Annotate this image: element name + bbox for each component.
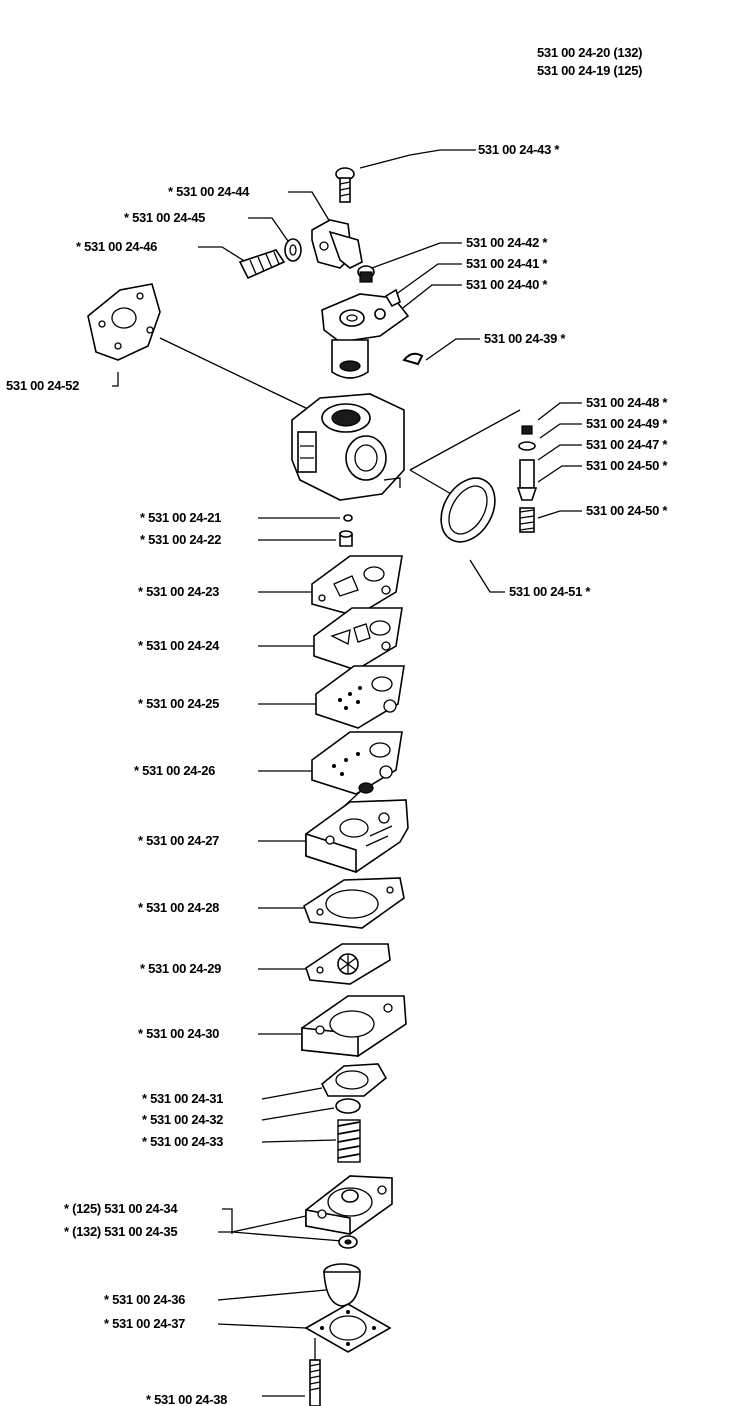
part-pump-cover-30 [301,995,407,1057]
label-531-00-24-50-a: 531 00 24-50 * [586,458,668,473]
label-531-00-24-23: * 531 00 24-23 [138,584,220,599]
label-531-00-24-39: 531 00 24-39 * [484,331,566,346]
label-531-00-24-25: * 531 00 24-25 [138,696,220,711]
part-screw-43 [335,167,355,203]
label-531-00-24-29: * 531 00 24-29 [140,961,222,976]
label-531-00-24-30: * 531 00 24-30 [138,1026,220,1041]
part-plate-24 [313,607,403,671]
label-531-00-24-38: * 531 00 24-38 [146,1392,228,1406]
label-531-00-24-22: * 531 00 24-22 [140,532,222,547]
label-531-00-24-21: * 531 00 24-21 [140,510,222,525]
label-531-00-24-46: * 531 00 24-46 [76,239,158,254]
part-primer-bulb-36 [323,1263,361,1307]
label-531-00-24-44: * 531 00 24-44 [168,184,250,199]
part-gasket-52 [87,283,161,361]
part-idle-screw-46 [238,249,286,280]
label-531-00-24-47: 531 00 24-47 * [586,437,668,452]
part-disc-32 [335,1098,361,1114]
part-clip-39 [402,352,424,366]
label-531-00-24-36: * 531 00 24-36 [104,1292,186,1307]
part-bracket-44 [311,219,363,269]
part-washer-45 [284,238,302,262]
label-531-00-24-43: 531 00 24-43 * [478,142,560,157]
part-diaphragm-29 [305,943,391,985]
part-needle-stack-47-50 [516,425,538,533]
label-531-00-24-28: * 531 00 24-28 [138,900,220,915]
part-carburetor-body [291,393,405,501]
part-gasket-28 [303,877,405,929]
model-number-125: 531 00 24-19 (125) [537,63,643,78]
part-gasket-23 [311,555,403,617]
label-531-00-24-41: 531 00 24-41 * [466,256,548,271]
label-531-00-24-37: * 531 00 24-37 [104,1316,186,1331]
label-531-00-24-40: 531 00 24-40 * [466,277,548,292]
part-plate-25 [315,665,405,729]
label-531-00-24-51: 531 00 24-51 * [509,584,591,599]
label-531-00-24-48: 531 00 24-48 * [586,395,668,410]
part-metering-cover-34-35 [305,1175,393,1235]
part-gasket-37 [304,1303,392,1353]
label-531-00-24-32: * 531 00 24-32 [142,1112,224,1127]
part-throttle-shaft-40-41 [321,288,410,379]
label-531-00-24-52: 531 00 24-52 [6,378,80,393]
label-531-00-24-45: * 531 00 24-45 [124,210,206,225]
label-531-00-24-42: 531 00 24-42 * [466,235,548,250]
part-o-ring-21 [343,514,353,522]
label-531-00-24-31: * 531 00 24-31 [142,1091,224,1106]
label-531-00-24-26: * 531 00 24-26 [134,763,216,778]
label-132-531-00-24-35: * (132) 531 00 24-35 [64,1224,178,1239]
part-spring-33 [337,1119,361,1163]
label-531-00-24-24: * 531 00 24-24 [138,638,220,653]
label-125-531-00-24-34: * (125) 531 00 24-34 [64,1201,178,1216]
part-gasket-26 [311,731,403,795]
part-pump-body-27 [305,782,409,874]
label-531-00-24-50-b: 531 00 24-50 * [586,503,668,518]
part-plug-42 [357,265,375,283]
part-metering-diaphragm-31 [320,1063,388,1097]
part-plug-22 [339,530,353,547]
part-washer-35 [338,1235,358,1249]
label-531-00-24-33: * 531 00 24-33 [142,1134,224,1149]
label-531-00-24-49: 531 00 24-49 * [586,416,668,431]
label-531-00-24-27: * 531 00 24-27 [138,833,220,848]
part-rod-38 [309,1338,321,1406]
part-ring-51 [440,477,496,543]
model-number-132: 531 00 24-20 (132) [537,45,643,60]
